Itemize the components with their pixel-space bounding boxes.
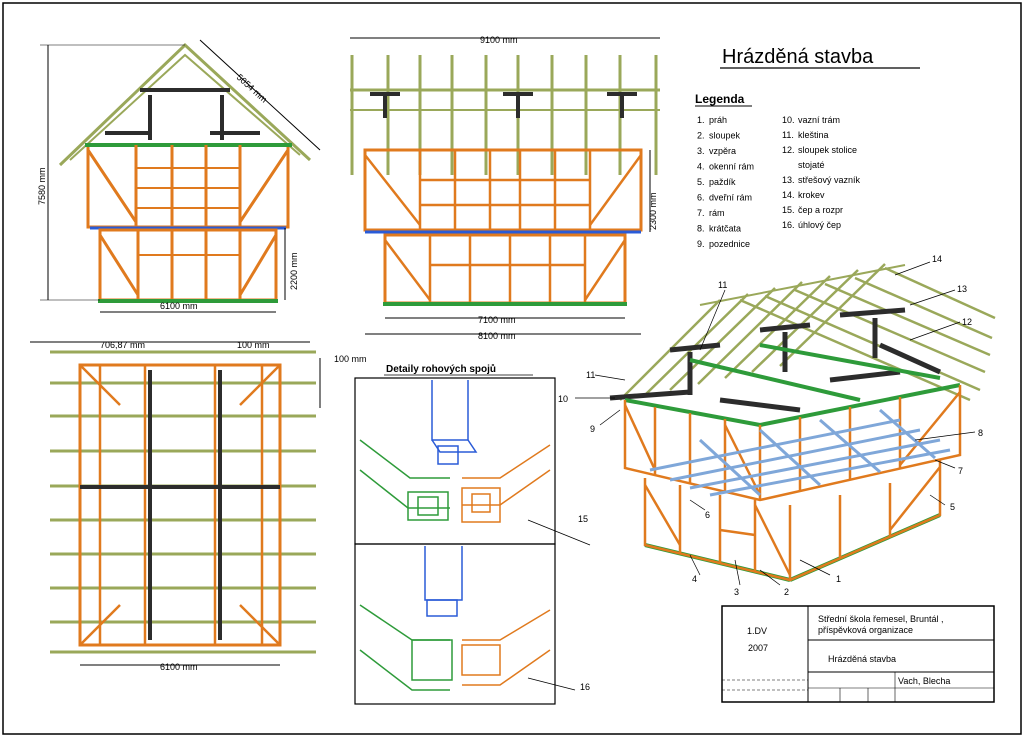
legend-list: 1. práh 2. sloupek 3. vzpěra 4. okenní rám 5. paž… (697, 115, 861, 249)
detail-label-15: 15 (578, 514, 588, 524)
side-elevation (350, 37, 660, 335)
legend-item-label: kleština (798, 130, 829, 140)
tb-school-line1: Střední škola řemesel, Bruntál , (818, 614, 944, 624)
legend-item-label: krátčata (709, 224, 741, 234)
dim-side-bottom: 8100 mm (478, 331, 516, 341)
iso-label-13: 13 (957, 284, 967, 294)
legend-item-label: rám (709, 208, 725, 218)
iso-label-2: 2 (784, 587, 789, 597)
legend-item-label: stojaté (798, 160, 825, 170)
iso-label-11a: 11 (586, 370, 595, 380)
legend-item-number: 8. (697, 224, 705, 234)
legend-item-label: sloupek stolice (798, 145, 857, 155)
legend-item-number: 11. (782, 130, 794, 140)
detail-box-bottom (354, 543, 556, 705)
legend-item-number: 10. (782, 115, 795, 125)
legend-item-number: 4. (697, 162, 705, 172)
dim-plan-left: 706,87 mm (100, 340, 145, 350)
legend-item-number: 7. (697, 208, 705, 218)
iso-label-5: 5 (950, 502, 955, 512)
iso-label-4: 4 (692, 574, 697, 584)
tb-drawing-name: Hrázděná stavba (828, 654, 896, 664)
legend-item-number: 15. (782, 205, 795, 215)
legend-item-number: 16. (782, 220, 795, 230)
legend-heading: Legenda (695, 92, 745, 106)
iso-label-7: 7 (958, 466, 963, 476)
iso-label-10: 10 (558, 394, 568, 404)
legend-item-number: 13. (782, 175, 795, 185)
legend-item-label: pozednice (709, 239, 750, 249)
iso-label-6: 6 (705, 510, 710, 520)
isometric-view (575, 261, 996, 586)
legend-item-label: paždík (709, 177, 736, 187)
legend-item-label: krokev (798, 190, 825, 200)
details-title: Detaily rohových spojů (386, 363, 496, 375)
legend-item-number: 6. (697, 193, 705, 203)
tb-author: Vach, Blecha (898, 676, 950, 686)
dim-front-lower: 2200 mm (289, 252, 299, 290)
legend-item-label: dveřní rám (709, 193, 752, 203)
legend-item-number: 3. (697, 146, 705, 156)
legend-item-label: střešový vazník (798, 175, 861, 185)
legend-item-number: 12. (782, 145, 795, 155)
iso-label-14: 14 (932, 254, 942, 264)
legend-item-label: čep a rozpr (798, 205, 843, 215)
legend-item-number: 2. (697, 131, 705, 141)
iso-label-9: 9 (590, 424, 595, 434)
iso-label-1: 1 (836, 574, 841, 584)
front-elevation (40, 39, 321, 313)
floor-plan (30, 341, 321, 666)
dim-side-height: 2300 mm (648, 192, 658, 230)
legend-item-label: úhlový čep (798, 220, 841, 230)
legend-item-label: vazní trám (798, 115, 840, 125)
legend-item-label: vzpěra (709, 146, 736, 156)
tb-class: 1.DV (747, 626, 767, 636)
iso-label-3: 3 (734, 587, 739, 597)
title-block (721, 605, 995, 703)
dim-plan-bottom: 6100 mm (160, 662, 198, 672)
dim-side-top: 9100 mm (480, 35, 518, 45)
legend-item-number: 14. (782, 190, 795, 200)
dim-plan-side: 100 mm (334, 354, 367, 364)
iso-label-8: 8 (978, 428, 983, 438)
dim-front-height: 7580 mm (37, 167, 47, 205)
dim-front-width: 6100 mm (160, 301, 198, 311)
legend-item-number: 1. (697, 115, 705, 125)
isometric-labels: 1 2 3 4 5 6 7 8 9 10 11 11 12 13 14 (558, 254, 983, 597)
legend-item-label: okenní rám (709, 162, 754, 172)
iso-label-11b: 11 (718, 280, 727, 290)
legend-item-label: práh (709, 115, 727, 125)
tb-year: 2007 (748, 643, 768, 653)
tb-school-line2: příspěvková organizace (818, 625, 913, 635)
legend-item-number: 9. (697, 239, 705, 249)
dim-side-mid: 7100 mm (478, 315, 516, 325)
detail-label-16: 16 (580, 682, 590, 692)
legend-item-label: sloupek (709, 131, 741, 141)
dim-plan-right: 100 mm (237, 340, 270, 350)
sheet-title: Hrázděná stavba (722, 46, 874, 68)
iso-label-12: 12 (962, 317, 972, 327)
dim-front-roof: 5054 mm (235, 72, 270, 105)
legend-item-number: 5. (697, 177, 705, 187)
